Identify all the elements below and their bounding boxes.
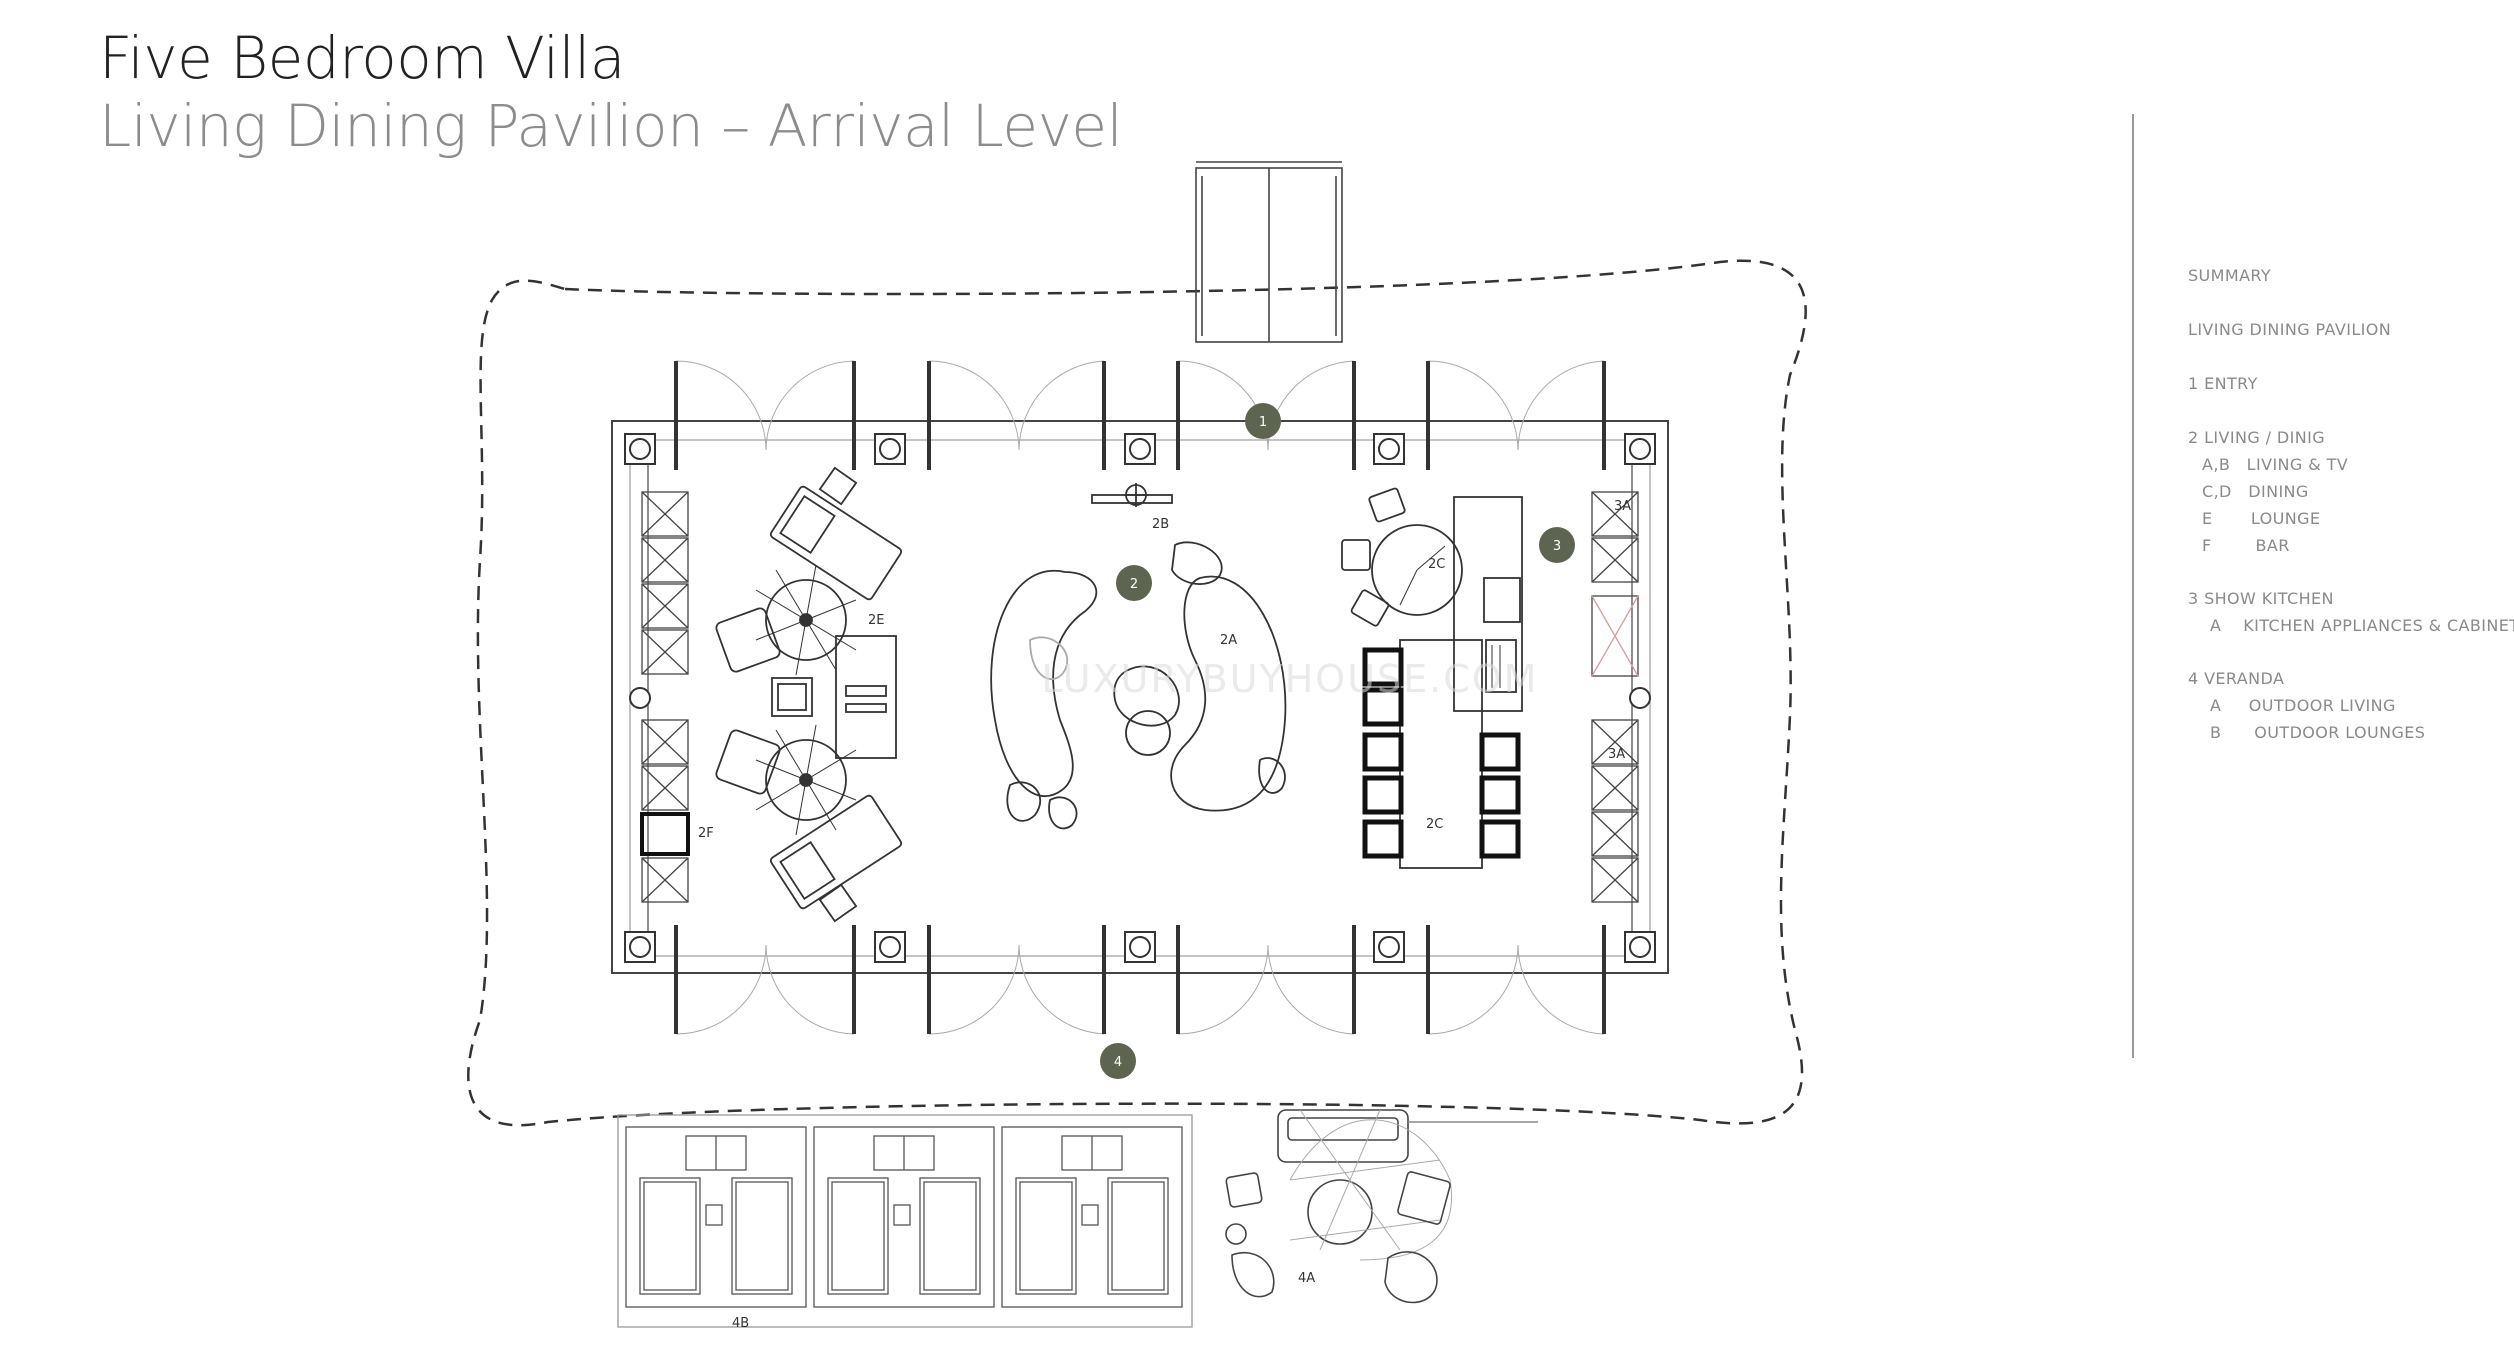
page-title: Five Bedroom Villa <box>99 24 625 92</box>
area-labels: 2A 2B 2C 2C 2E 2F 3A 3A 4A 4B <box>698 499 1631 1331</box>
living-furniture <box>990 483 1287 830</box>
label-2c-bottom: 2C <box>1426 817 1443 832</box>
label-3a-mid: 3A <box>1608 747 1625 762</box>
legend-summary: SUMMARY <box>2188 266 2272 285</box>
legend-item-cd: C,D DINING <box>2202 482 2309 501</box>
legend-veranda-a: A OUTDOOR LIVING <box>2210 696 2396 715</box>
label-2e: 2E <box>868 613 885 628</box>
legend-item-ab: A,B LIVING & TV <box>2202 455 2349 474</box>
right-cabinets <box>1591 491 1639 903</box>
label-2a: 2A <box>1220 633 1237 648</box>
marker-3 <box>1539 527 1575 563</box>
legend-kitchen-a: A KITCHEN APPLIANCES & CABINET <box>2210 616 2514 635</box>
legend-veranda-b: B OUTDOOR LOUNGES <box>2210 723 2426 742</box>
legend-panel: SUMMARY LIVING DINING PAVILION 1 ENTRY 2… <box>2188 262 2514 746</box>
legend-item-f: F BAR <box>2202 536 2290 555</box>
label-4a: 4A <box>1298 1271 1315 1286</box>
entry-steps <box>1195 161 1343 343</box>
outdoor-lounges <box>617 1114 1193 1328</box>
legend-pavilion: LIVING DINING PAVILION <box>2188 320 2392 339</box>
label-2f: 2F <box>698 826 714 841</box>
label-4b: 4B <box>732 1316 749 1331</box>
dining-furniture <box>1341 487 1523 869</box>
bar-stools <box>1362 647 1521 859</box>
legend-item-e: E LOUNGE <box>2202 509 2321 528</box>
marker-2 <box>1116 565 1152 601</box>
marker-1-label: 1 <box>1259 415 1267 430</box>
markers: 1 2 3 4 <box>1100 403 1575 1079</box>
marker-4 <box>1100 1043 1136 1079</box>
label-2b: 2B <box>1152 517 1169 532</box>
page-subtitle: Living Dining Pavilion – Arrival Level <box>99 92 1123 160</box>
watermark: LUXURYBUYHOUSE.COM <box>1042 657 1539 701</box>
left-cabinets <box>640 491 690 903</box>
label-3a-top: 3A <box>1614 499 1631 514</box>
label-2c-top: 2C <box>1428 557 1445 572</box>
door-leaves <box>674 361 1606 1034</box>
legend-show-kitchen: 3 SHOW KITCHEN <box>2188 589 2334 608</box>
legend-entry: 1 ENTRY <box>2188 374 2258 393</box>
legend-living-dining: 2 LIVING / DINIG <box>2188 428 2326 447</box>
vertical-divider <box>2132 114 2134 1058</box>
marker-4-label: 4 <box>1114 1055 1122 1070</box>
marker-2-label: 2 <box>1130 577 1138 592</box>
legend-veranda: 4 VERANDA <box>2188 669 2285 688</box>
outdoor-living <box>1225 1109 1538 1304</box>
marker-3-label: 3 <box>1553 539 1561 554</box>
roof-outline <box>467 259 1807 1127</box>
marker-1 <box>1245 403 1281 439</box>
lounge-furniture <box>715 466 903 923</box>
columns <box>624 433 1656 963</box>
